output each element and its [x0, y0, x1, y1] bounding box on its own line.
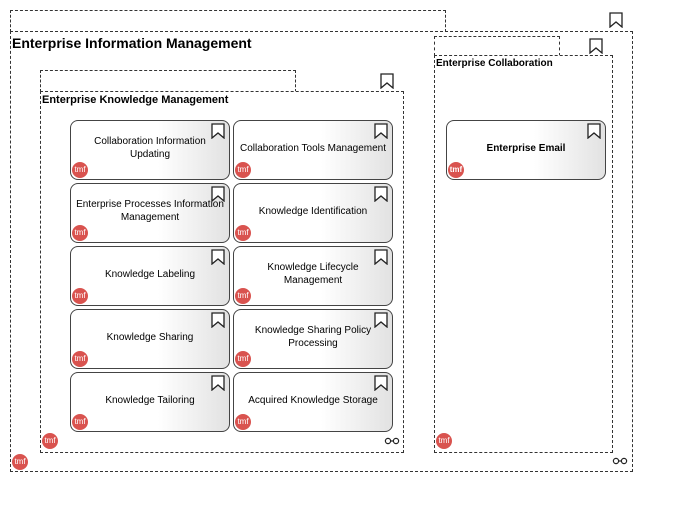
bookmark-icon [374, 375, 388, 391]
function-label: Acquired Knowledge Storage [248, 394, 378, 406]
tmf-badge: tmf [235, 225, 251, 241]
function-label: Knowledge Sharing [106, 331, 194, 343]
tmf-badge: tmf [436, 433, 452, 449]
link-icon [384, 437, 400, 445]
bookmark-icon [374, 123, 388, 139]
tmf-badge: tmf [448, 162, 464, 178]
function-label: Knowledge Sharing Policy Processing [254, 325, 372, 349]
function-label: Collaboration Information Updating [94, 136, 206, 160]
bookmark-icon [211, 186, 225, 202]
tmf-badge: tmf [235, 351, 251, 367]
tmf-badge: tmf [235, 162, 251, 178]
tmf-badge: tmf [72, 351, 88, 367]
function-knowledge-lifecycle-management[interactable]: Knowledge Lifecycle Management tmf [233, 246, 393, 306]
tmf-badge: tmf [72, 414, 88, 430]
tmf-badge: tmf [235, 414, 251, 430]
tmf-badge: tmf [42, 433, 58, 449]
ec-group[interactable] [434, 55, 613, 453]
bookmark-icon [211, 249, 225, 265]
function-knowledge-identification[interactable]: Knowledge Identification tmf [233, 183, 393, 243]
ec-group-title: Enterprise Collaboration [436, 58, 553, 69]
bookmark-icon [587, 123, 601, 139]
function-acquired-knowledge-storage[interactable]: Acquired Knowledge Storage tmf [233, 372, 393, 432]
bookmark-icon [211, 312, 225, 328]
function-label: Enterprise Processes Information Managem… [76, 199, 224, 223]
tmf-badge: tmf [12, 454, 28, 470]
ec-group-tab [434, 36, 560, 56]
function-knowledge-labeling[interactable]: Knowledge Labeling tmf [70, 246, 230, 306]
function-collaboration-tools-management[interactable]: Collaboration Tools Management tmf [233, 120, 393, 180]
function-label: Knowledge Labeling [104, 268, 196, 280]
eim-group-tab [10, 10, 446, 32]
function-label: Enterprise Email [486, 142, 566, 154]
function-knowledge-sharing[interactable]: Knowledge Sharing tmf [70, 309, 230, 369]
bookmark-icon [211, 375, 225, 391]
bookmark-icon [589, 38, 603, 54]
bookmark-icon [374, 312, 388, 328]
tmf-badge: tmf [235, 288, 251, 304]
function-label: Knowledge Lifecycle Management [267, 262, 359, 286]
ekm-group-tab [40, 70, 296, 92]
bookmark-icon [211, 123, 225, 139]
function-enterprise-processes-information-management[interactable]: Enterprise Processes Information Managem… [70, 183, 230, 243]
tmf-badge: tmf [72, 288, 88, 304]
function-knowledge-sharing-policy-processing[interactable]: Knowledge Sharing Policy Processing tmf [233, 309, 393, 369]
eim-group-title: Enterprise Information Management [12, 35, 252, 51]
function-label: Knowledge Tailoring [105, 394, 195, 406]
function-enterprise-email[interactable]: Enterprise Email tmf [446, 120, 606, 180]
ekm-group-title: Enterprise Knowledge Management [42, 94, 229, 106]
link-icon [612, 457, 628, 465]
function-knowledge-tailoring[interactable]: Knowledge Tailoring tmf [70, 372, 230, 432]
bookmark-icon [374, 249, 388, 265]
function-collaboration-information-updating[interactable]: Collaboration Information Updating tmf [70, 120, 230, 180]
function-label: Collaboration Tools Management [239, 142, 386, 154]
bookmark-icon [609, 12, 623, 28]
bookmark-icon [374, 186, 388, 202]
function-label: Knowledge Identification [258, 205, 368, 217]
bookmark-icon [380, 73, 394, 89]
tmf-badge: tmf [72, 162, 88, 178]
tmf-badge: tmf [72, 225, 88, 241]
